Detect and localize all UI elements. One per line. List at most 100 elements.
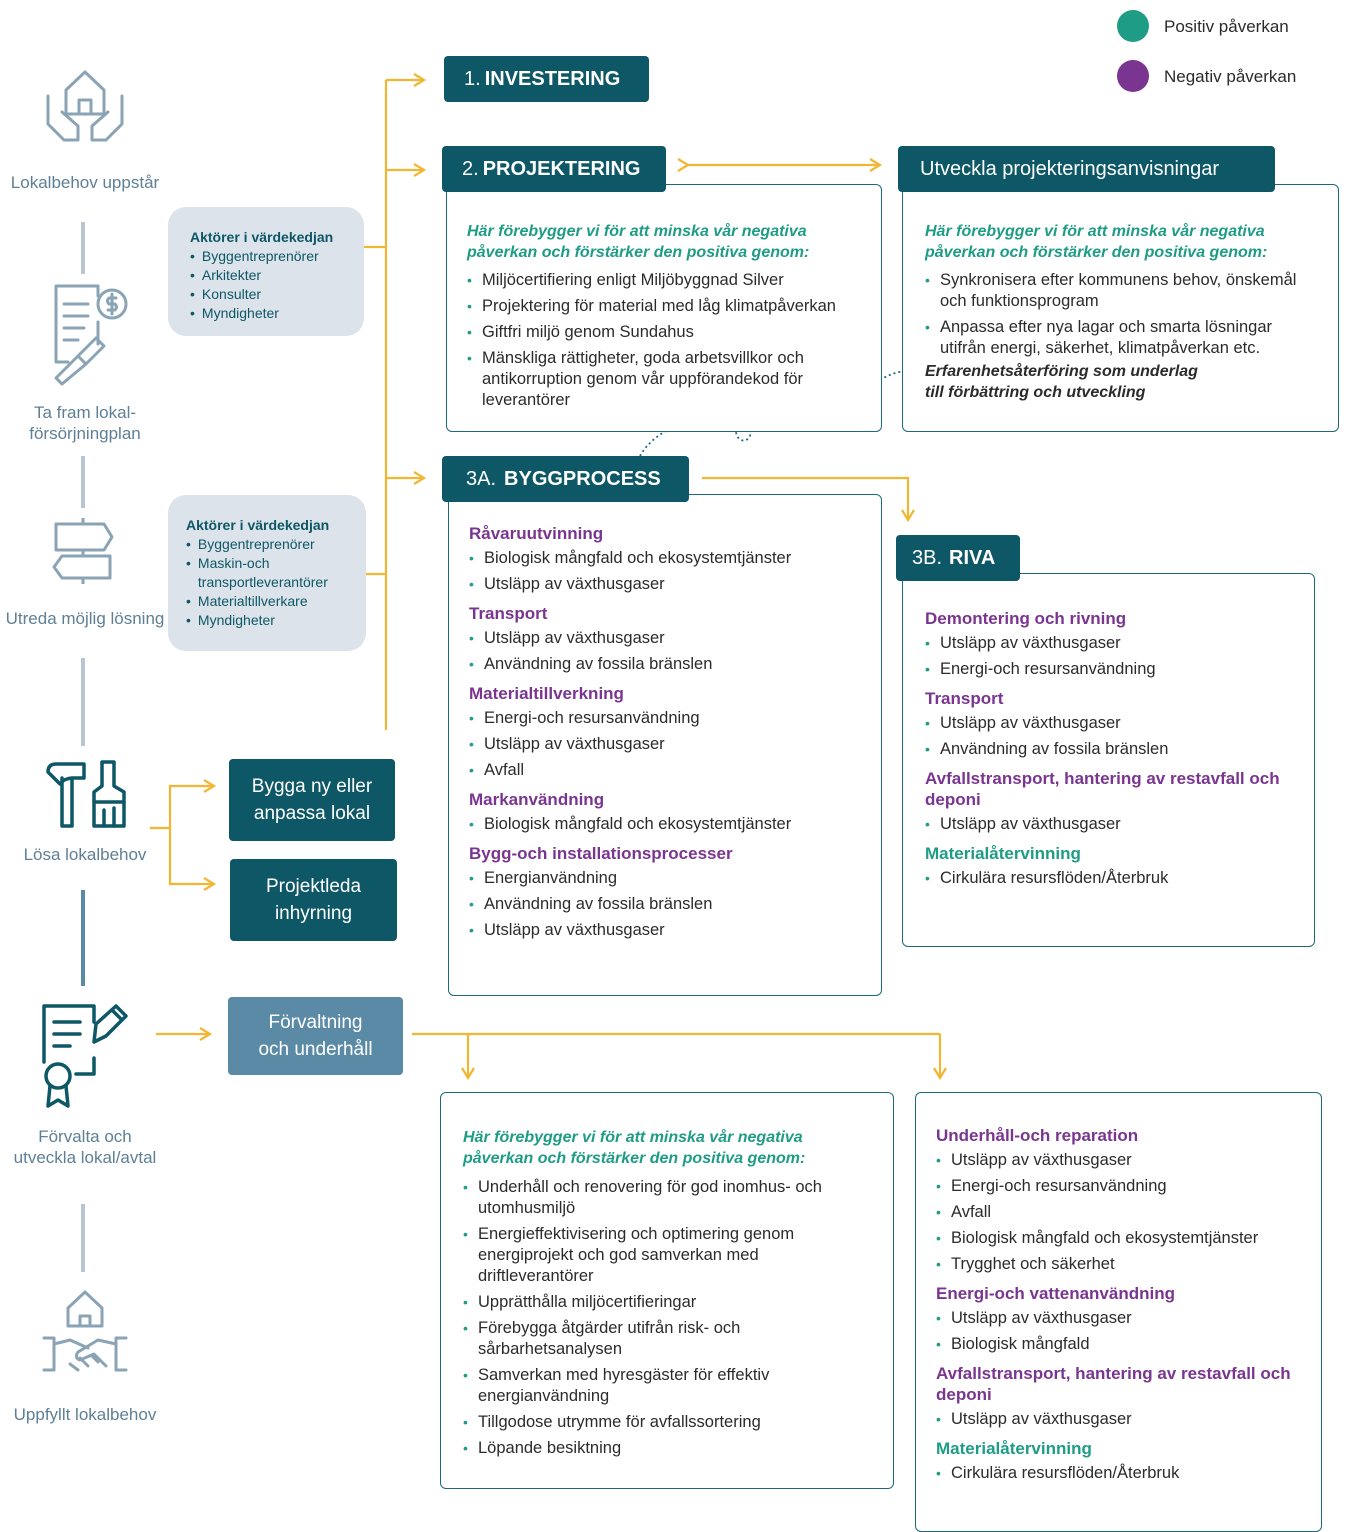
actor-item: Byggentreprenörer (186, 535, 366, 554)
investering-tab[interactable]: 1.INVESTERING (444, 56, 649, 102)
step-label-uppfyllt: Uppfyllt lokalbehov (13, 1405, 157, 1424)
forvaltning-neg-item: Utsläpp av växthusgaser (936, 1409, 1305, 1430)
document-dollar-icon (54, 284, 128, 386)
timeline-connector (81, 456, 85, 508)
riva-panel: Demontering och rivning Utsläpp av växth… (902, 573, 1315, 947)
forvaltning-positive-panel: Här förebygger vi för att minska vår neg… (440, 1092, 894, 1489)
forvaltning-item: Löpande besiktning (463, 1438, 833, 1459)
riva-group-title: Transport (925, 689, 1004, 708)
anvisningar-item: Synkronisera efter kommunens behov, önsk… (925, 270, 1320, 312)
actor-item: Arkitekter (190, 266, 364, 285)
byggprocess-item: Utsläpp av växthusgaser (469, 628, 861, 649)
projektering-item: Projektering för material med låg klimat… (467, 296, 861, 317)
forvaltning-group-title: Materialåtervinning (936, 1439, 1092, 1458)
forvaltning-negative-panel: Underhåll-och reparation Utsläpp av växt… (915, 1092, 1322, 1532)
byggprocess-group-title: Bygg-och installationsprocesser (469, 844, 733, 863)
riva-group-title: Materialåtervinning (925, 844, 1081, 863)
byggprocess-panel: Råvaruutvinning Biologisk mångfald och e… (448, 494, 882, 996)
anvisningar-item: Anpassa efter nya lagar och smarta lösni… (925, 317, 1320, 359)
forvaltning-neg-item: Utsläpp av växthusgaser (936, 1150, 1305, 1171)
actor-item: Materialtillverkare (186, 592, 366, 611)
forvaltning-item: Upprätthålla miljöcertifieringar (463, 1292, 833, 1313)
positive-legend-dot (1117, 10, 1149, 42)
actor-item: Myndigheter (186, 611, 366, 630)
byggprocess-num: 3A. (466, 467, 497, 490)
riva-num: 3B. (912, 546, 943, 569)
riva-item: Energi-och resursanvändning (925, 659, 1296, 680)
forvaltning-neg-item: Energi-och resursanvändning (936, 1176, 1305, 1197)
timeline-connector (81, 1204, 85, 1272)
riva-group-title: Demontering och rivning (925, 609, 1127, 628)
anvisningar-tab[interactable]: Utveckla projekteringsanvisningar (898, 146, 1275, 192)
forvaltning-intro: Här förebygger vi för att minska vår neg… (463, 1129, 806, 1167)
actors-title: Aktörer i värdekedjan (190, 229, 334, 245)
actors-box-projektering: Aktörer i värdekedjan Byggentreprenörer … (168, 207, 364, 336)
timeline-connector (81, 658, 85, 746)
bygga-button[interactable]: Bygga ny eller anpassa lokal (229, 759, 395, 841)
house-hands-icon (46, 70, 124, 142)
projektering-item: Mänskliga rättigheter, goda arbetsvillko… (467, 348, 861, 411)
byggprocess-item: Biologisk mångfald och ekosystemtjänster (469, 814, 861, 835)
riva-tab[interactable]: 3B. RIVA (896, 535, 1020, 581)
forvaltning-item: Energieffektivisering och optimering gen… (463, 1224, 833, 1287)
projektering-num: 2. (462, 157, 479, 180)
riva-item: Cirkulära resursflöden/Återbruk (925, 868, 1296, 889)
forvaltning-item: Tillgodose utrymme för avfallssortering (463, 1412, 833, 1433)
riva-item: Utsläpp av växthusgaser (925, 814, 1296, 835)
byggprocess-item: Biologisk mångfald och ekosystemtjänster (469, 548, 861, 569)
projektering-label: PROJEKTERING (482, 157, 641, 180)
forvaltning-neg-item: Biologisk mångfald och ekosystemtjänster (936, 1228, 1305, 1249)
byggprocess-item: Energianvändning (469, 868, 861, 889)
byggprocess-group-title: Materialtillverkning (469, 684, 624, 703)
forvaltning-neg-item: Biologisk mångfald (936, 1334, 1305, 1355)
actors-title: Aktörer i värdekedjan (186, 517, 330, 533)
anvisningar-panel: Här förebygger vi för att minska vår neg… (902, 184, 1339, 432)
byggprocess-group-title: Markanvändning (469, 790, 605, 809)
projektering-intro: Här förebygger vi för att minska vår neg… (467, 223, 810, 261)
riva-group-title: Avfallstransport, hantering av restavfal… (925, 769, 1280, 809)
byggprocess-item: Energi-och resursanvändning (469, 708, 861, 729)
byggprocess-group-title: Råvaruutvinning (469, 524, 604, 543)
projektering-panel: Här förebygger vi för att minska vår neg… (446, 184, 882, 432)
projektering-tab[interactable]: 2.PROJEKTERING (442, 146, 666, 192)
forvaltning-group-title: Avfallstransport, hantering av restavfal… (936, 1364, 1291, 1404)
byggprocess-item: Användning av fossila bränslen (469, 654, 861, 675)
forvaltning-item: Förebygga åtgärder utifrån risk- och sår… (463, 1318, 833, 1360)
riva-item: Användning av fossila bränslen (925, 739, 1296, 760)
negative-legend-label: Negativ påverkan (1164, 67, 1297, 86)
forvaltning-neg-item: Cirkulära resursflöden/Återbruk (936, 1463, 1305, 1484)
investering-label: INVESTERING (484, 67, 621, 90)
byggprocess-tab[interactable]: 3A.BYGGPROCESS (442, 456, 689, 502)
step-label-forvalta: Förvalta och utveckla lokal/avtal (13, 1127, 157, 1167)
byggprocess-item: Utsläpp av växthusgaser (469, 920, 861, 941)
byggprocess-item: Avfall (469, 760, 861, 781)
signpost-icon (52, 518, 114, 584)
house-handshake-icon (42, 1290, 128, 1372)
anvisningar-feedback: Erfarenhetsåterföring som underlag till … (925, 363, 1198, 401)
step-label-lokalforsorjning: Ta fram lokal-försörjningplan (29, 403, 141, 443)
hammer-brush-icon (46, 760, 126, 828)
investering-num: 1. (464, 67, 481, 90)
step-label-lokalbehov: Lokalbehov uppstår (10, 173, 160, 192)
forvaltning-item: Underhåll och renovering för god inomhus… (463, 1177, 833, 1219)
actor-item: Konsulter (190, 285, 364, 304)
forvaltning-button[interactable]: Förvaltning och underhåll (228, 997, 403, 1075)
actor-item: Myndigheter (190, 304, 364, 323)
contract-certificate-icon (42, 1004, 128, 1108)
projektleda-button[interactable]: Projektleda inhyrning (230, 859, 397, 941)
actor-item: Maskin-och transportleverantörer (186, 554, 366, 592)
projektering-item: Giftfri miljö genom Sundahus (467, 322, 861, 343)
riva-label: RIVA (949, 546, 996, 569)
projektering-item: Miljöcertifiering enligt Miljöbyggnad Si… (467, 270, 861, 291)
step-label-utreda: Utreda möjlig lösning (5, 609, 165, 628)
anvisningar-intro: Här förebygger vi för att minska vår neg… (925, 223, 1268, 261)
byggprocess-item: Utsläpp av växthusgaser (469, 734, 861, 755)
actors-box-byggprocess: Aktörer i värdekedjan Byggentreprenörer … (168, 495, 366, 651)
timeline-connector (81, 890, 85, 986)
riva-item: Utsläpp av växthusgaser (925, 633, 1296, 654)
positive-legend-label: Positiv påverkan (1164, 17, 1289, 36)
timeline-connector (81, 222, 85, 274)
riva-item: Utsläpp av växthusgaser (925, 713, 1296, 734)
actor-item: Byggentreprenörer (190, 247, 364, 266)
